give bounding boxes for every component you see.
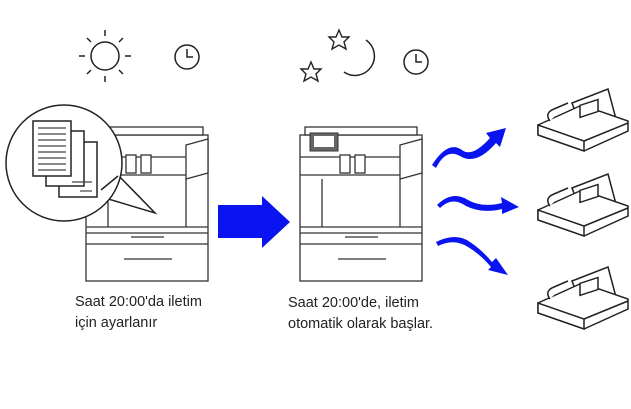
arrow-right-icon [218, 196, 290, 248]
caption-line: Saat 20:00'de, iletim [288, 295, 419, 311]
caption-line: için ayarlanır [75, 315, 158, 331]
transmission-arrows [432, 128, 519, 275]
sun-icon [79, 30, 131, 82]
caption-automatic: Saat 20:00'de, iletim otomatik olarak ba… [288, 293, 433, 335]
copier-icon [299, 126, 423, 282]
clock-icon [174, 44, 200, 70]
star-icon [299, 60, 323, 83]
fax-machine-icon [537, 266, 629, 330]
caption-scheduled: Saat 20:00'da iletim için ayarlanır [75, 292, 202, 334]
caption-line: Saat 20:00'da iletim [75, 294, 202, 310]
star-icon [327, 28, 351, 51]
fax-machine-icon [537, 88, 629, 152]
moon-icon [343, 39, 376, 77]
fax-machine-icon [537, 173, 629, 237]
caption-line: otomatik olarak başlar. [288, 316, 434, 332]
document-stack-icon [5, 104, 158, 222]
clock-icon [403, 49, 429, 75]
